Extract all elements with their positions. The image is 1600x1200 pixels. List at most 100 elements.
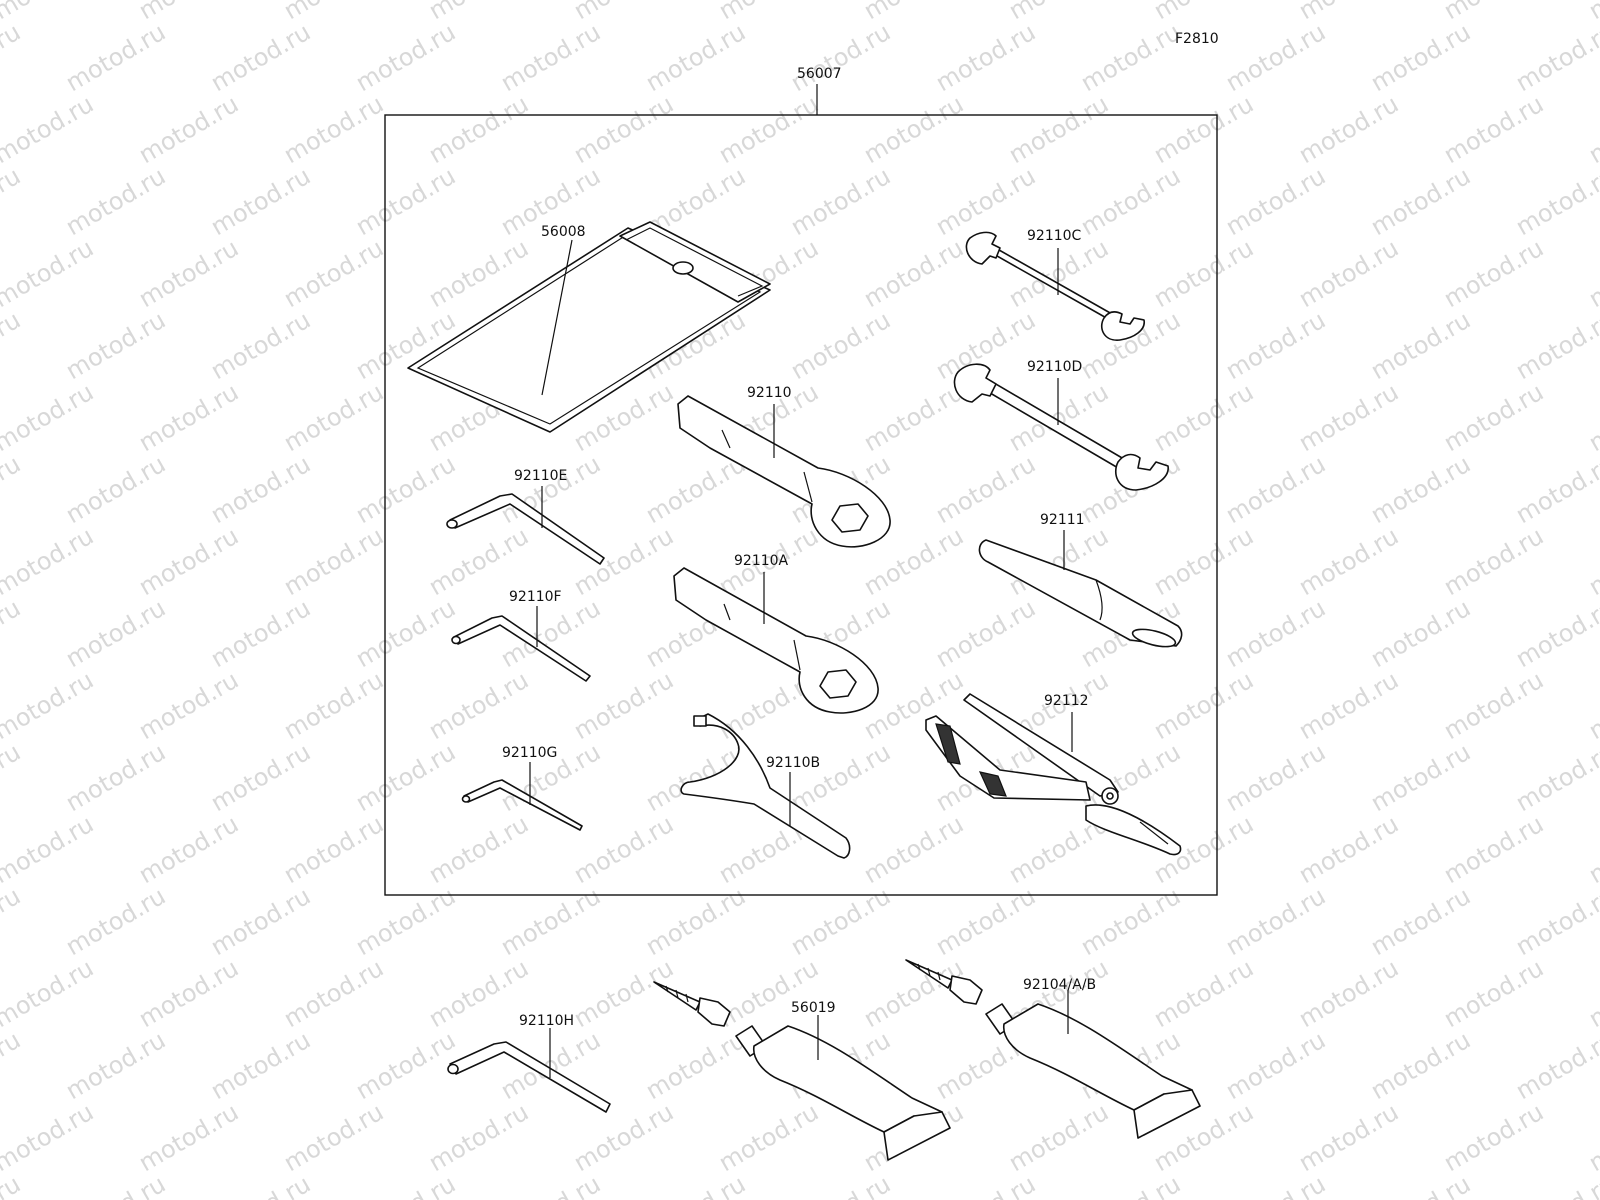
watermark-text: motod.ru — [279, 234, 388, 313]
part-label-92110H: 92110H — [519, 1013, 574, 1029]
watermark-text: motod.ru — [206, 450, 315, 529]
watermark-text: motod.ru — [351, 1026, 460, 1105]
figure-code: F2810 — [1175, 31, 1219, 47]
tool-bag-56008 — [407, 221, 771, 433]
watermark-text: motod.ru — [1366, 594, 1475, 673]
watermark-text: motod.ru — [1366, 450, 1475, 529]
watermark-text: motod.ru — [1076, 18, 1185, 97]
watermark-text: motod.ru — [206, 1026, 315, 1105]
watermark-text: motod.ru — [424, 666, 533, 745]
watermark-text: motod.ru — [1439, 378, 1548, 457]
watermark-text: motod.ru — [61, 594, 170, 673]
part-label-56019: 56019 — [791, 1000, 836, 1016]
watermark-text: motod.ru — [786, 1170, 895, 1200]
watermark-text: motod.ru — [1076, 306, 1185, 385]
watermark-text: motod.ru — [206, 162, 315, 241]
watermark-text: motod.ru — [1511, 594, 1600, 673]
watermark-text: motod.ru — [279, 378, 388, 457]
watermark-text: motod.ru — [1149, 666, 1258, 745]
watermark-text: motod.ru — [1584, 90, 1600, 169]
watermark-text: motod.ru — [1221, 306, 1330, 385]
watermark-text: motod.ru — [1439, 1098, 1548, 1177]
watermark-text: motod.ru — [0, 1170, 25, 1200]
part-label-92110: 92110 — [747, 385, 792, 401]
watermark-text: motod.ru — [1511, 18, 1600, 97]
watermark-text: motod.ru — [569, 522, 678, 601]
part-label-92110C: 92110C — [1027, 228, 1082, 244]
part-label-92110F: 92110F — [509, 589, 562, 605]
watermark-text: motod.ru — [1076, 1170, 1185, 1200]
watermark-text: motod.ru — [496, 450, 605, 529]
pliers-92112 — [925, 693, 1182, 856]
watermark-text: motod.ru — [0, 954, 98, 1033]
watermark-text: motod.ru — [424, 1098, 533, 1177]
watermark-text: motod.ru — [1511, 450, 1600, 529]
watermark-text: motod.ru — [714, 90, 823, 169]
watermark-text: motod.ru — [0, 90, 98, 169]
watermark-text: motod.ru — [0, 882, 25, 961]
watermark-text: motod.ru — [206, 1170, 315, 1200]
watermark-text: motod.ru — [424, 810, 533, 889]
watermark-text: motod.ru — [1149, 234, 1258, 313]
watermark-text: motod.ru — [496, 1170, 605, 1200]
watermark-text: motod.ru — [134, 522, 243, 601]
watermark-text: motod.ru — [351, 1170, 460, 1200]
watermark-text: motod.ru — [134, 954, 243, 1033]
watermark-text: motod.ru — [0, 0, 98, 25]
watermark-text: motod.ru — [1294, 954, 1403, 1033]
watermark-text: motod.ru — [279, 1098, 388, 1177]
tool-kit-box — [384, 114, 1218, 896]
watermark-text: motod.ru — [279, 666, 388, 745]
watermark-text: motod.ru — [0, 738, 25, 817]
watermark-text: motod.ru — [279, 954, 388, 1033]
watermark-text: motod.ru — [1439, 954, 1548, 1033]
watermark-text: motod.ru — [206, 18, 315, 97]
watermark-text: motod.ru — [714, 954, 823, 1033]
watermark-text: motod.ru — [1439, 90, 1548, 169]
tube-92104-A-B — [905, 959, 1201, 1139]
watermark-text: motod.ru — [424, 90, 533, 169]
watermark-text: motod.ru — [279, 810, 388, 889]
watermark-text: motod.ru — [206, 738, 315, 817]
watermark-text: motod.ru — [0, 522, 98, 601]
watermark-text: motod.ru — [134, 378, 243, 457]
watermark-text: motod.ru — [1004, 234, 1113, 313]
watermark-text: motod.ru — [134, 666, 243, 745]
watermark-text: motod.ru — [786, 306, 895, 385]
watermark-text: motod.ru — [0, 162, 25, 241]
watermark-text: motod.ru — [1439, 522, 1548, 601]
watermark-text: motod.ru — [0, 306, 25, 385]
watermark-text: motod.ru — [1584, 1098, 1600, 1177]
watermark-text: motod.ru — [1584, 522, 1600, 601]
watermark-text: motod.ru — [931, 450, 1040, 529]
watermark-text: motod.ru — [1584, 954, 1600, 1033]
watermark-text: motod.ru — [641, 1026, 750, 1105]
watermark-text: motod.ru — [61, 1170, 170, 1200]
watermark-text: motod.ru — [1511, 738, 1600, 817]
watermark-text: motod.ru — [61, 1026, 170, 1105]
watermark-text: motod.ru — [61, 882, 170, 961]
watermark-text: motod.ru — [1584, 0, 1600, 25]
watermark-text: motod.ru — [351, 450, 460, 529]
watermark-text: motod.ru — [0, 1026, 25, 1105]
part-label-92111: 92111 — [1040, 512, 1085, 528]
watermark-text: motod.ru — [931, 18, 1040, 97]
watermark-text: motod.ru — [134, 1098, 243, 1177]
part-label-92112: 92112 — [1044, 693, 1089, 709]
watermark-text: motod.ru — [0, 18, 25, 97]
watermark-text: motod.ru — [1221, 594, 1330, 673]
watermark-text: motod.ru — [1366, 1026, 1475, 1105]
watermark-text: motod.ru — [641, 1170, 750, 1200]
watermark-text: motod.ru — [1511, 882, 1600, 961]
watermark-text: motod.ru — [1511, 1026, 1600, 1105]
watermark-text: motod.ru — [1149, 954, 1258, 1033]
watermark-text: motod.ru — [206, 882, 315, 961]
watermark-text: motod.ru — [1366, 306, 1475, 385]
watermark-text: motod.ru — [1076, 882, 1185, 961]
watermark-text: motod.ru — [134, 234, 243, 313]
watermark-text: motod.ru — [786, 18, 895, 97]
part-label-92110B: 92110B — [766, 755, 820, 771]
hex-key-92110F — [451, 606, 591, 682]
watermark-text: motod.ru — [351, 738, 460, 817]
